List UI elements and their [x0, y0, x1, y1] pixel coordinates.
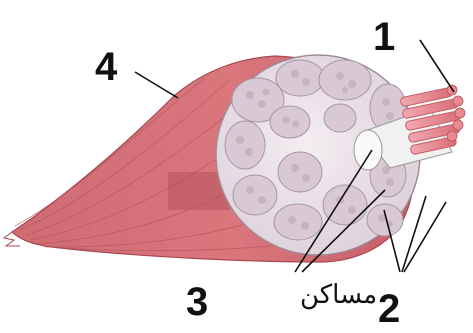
leader-line-4: [135, 72, 178, 98]
label-1: 1: [373, 15, 395, 59]
label-3: 3: [186, 280, 208, 324]
leader-line-1: [420, 40, 454, 92]
leader-line-2c: [404, 202, 446, 272]
label-3-word: مساكن: [300, 280, 377, 310]
label-4: 4: [95, 45, 118, 89]
label-2: 2: [378, 287, 400, 331]
